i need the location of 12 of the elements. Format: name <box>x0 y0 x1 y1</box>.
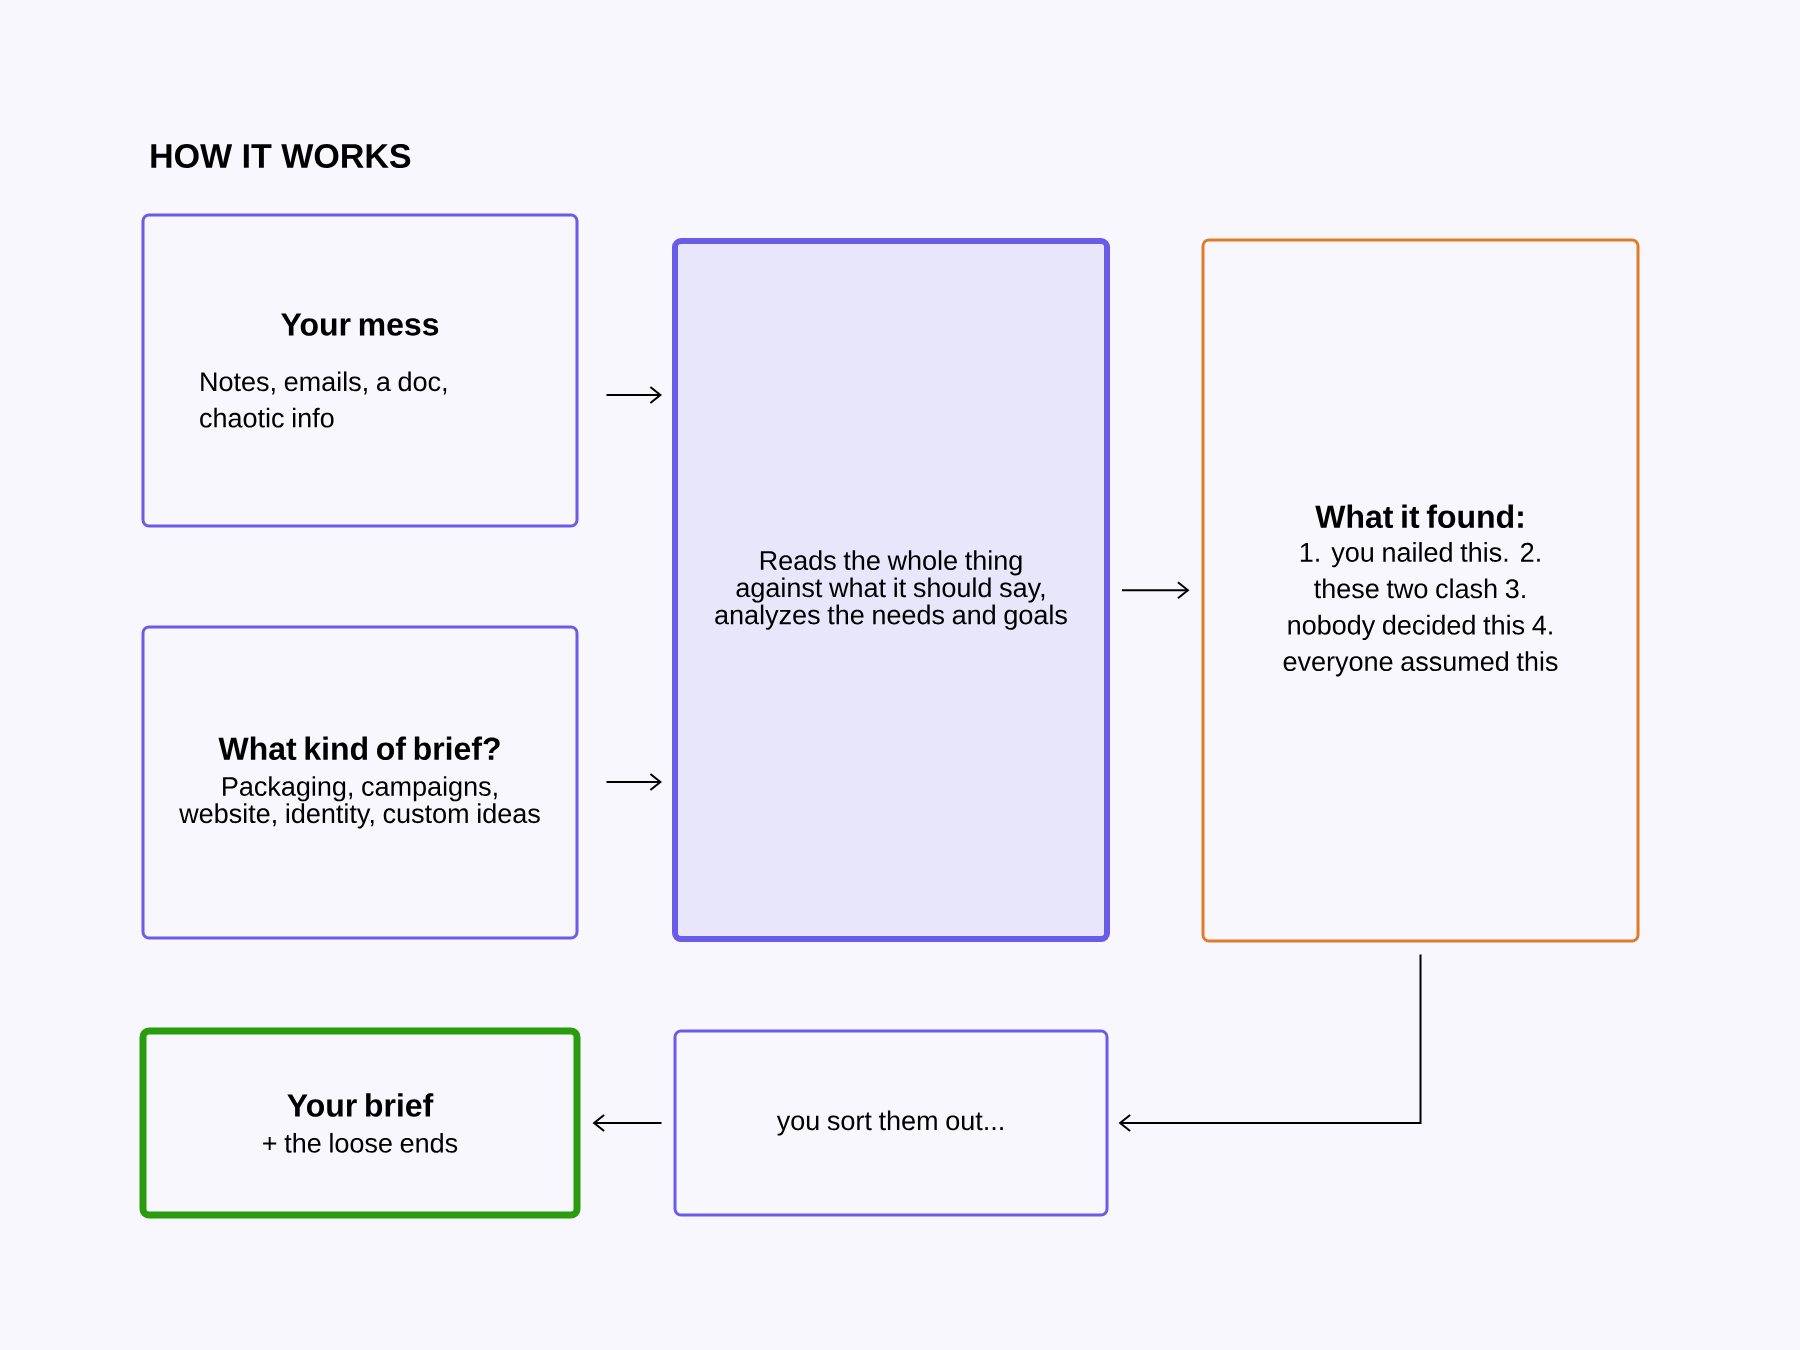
arrow <box>1118 953 1422 1132</box>
arrow <box>592 1114 663 1132</box>
arrow <box>605 773 662 791</box>
result-box: What it found: 1. you nailed this. 2. these two clash 3. nobody decided this 4. everyone assumed this <box>1201 238 1640 943</box>
process-box: Your mess Notes, emails, a doc, chaotic info <box>141 213 579 528</box>
arrow <box>605 386 662 404</box>
output-box: Your brief + the loose ends <box>139 1027 581 1219</box>
title: HOW IT WORKS <box>151 143 411 169</box>
process-box: Reads the whole thing against what it should say, analyzes the needs and goals <box>672 238 1110 942</box>
process-box: you sort them out... <box>673 1029 1109 1217</box>
arrow <box>1121 581 1190 600</box>
process-box: What kind of brief? Packaging, campaigns, website, identity, custom ideas <box>141 625 579 940</box>
